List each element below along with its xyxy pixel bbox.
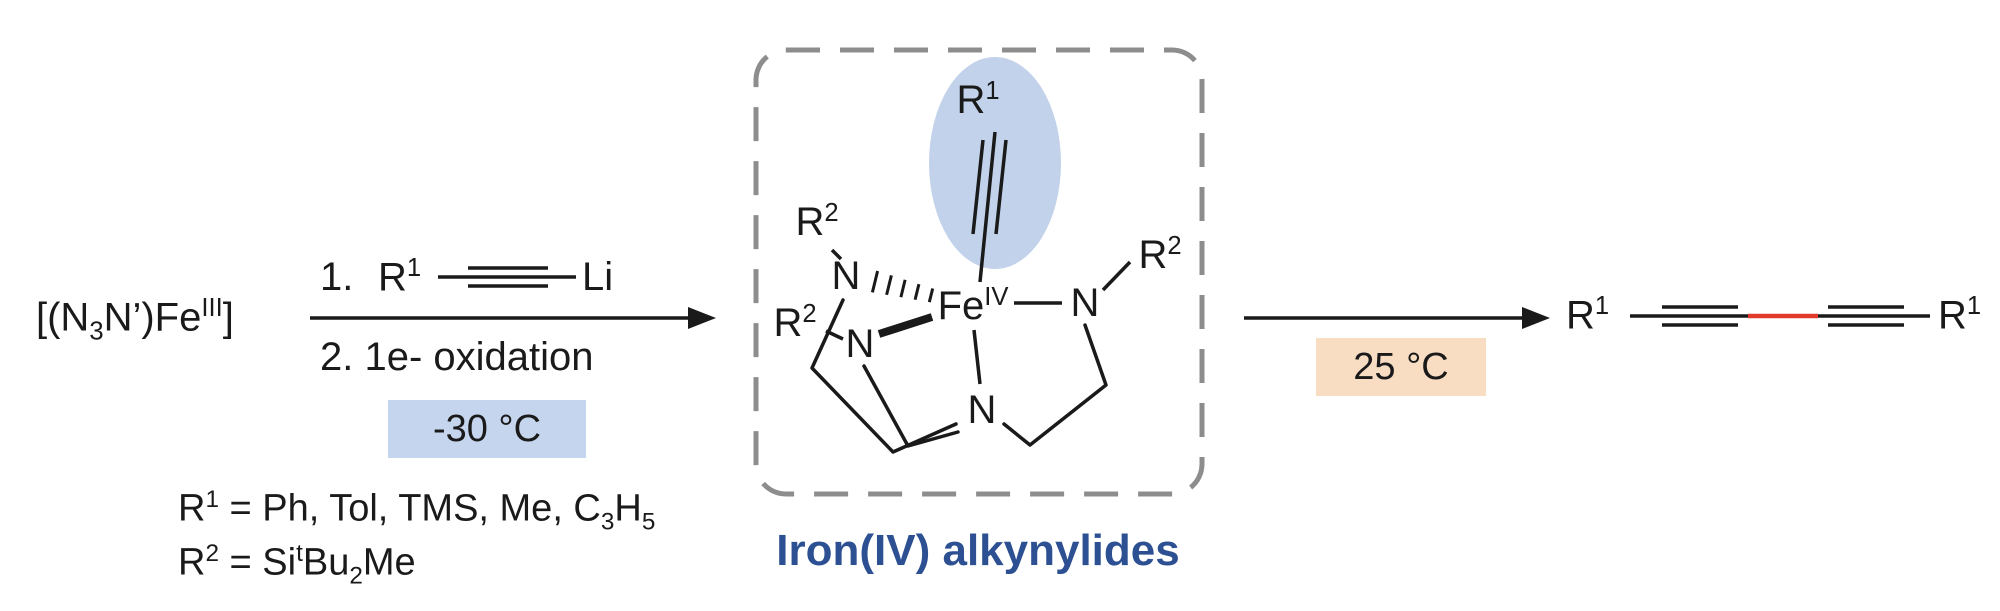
product-r1-left-label: R1 (1566, 292, 1609, 338)
bond-fe-n-apical (972, 329, 982, 385)
reactant-part: N’)Fe (103, 295, 202, 340)
r2-sup: 2 (802, 299, 817, 328)
alkynyl-triple-bond (971, 131, 1008, 283)
r2-right-label: R2 (1138, 232, 1181, 278)
reactant-formula: [(N3N’)FeIII] (36, 294, 234, 347)
r2-base: R (795, 200, 825, 245)
amide-n-right-label: N (1071, 280, 1100, 326)
reactant-part: [(N (36, 295, 90, 340)
fe-oxidation-state: IV (984, 282, 1009, 311)
r1-base: R (1938, 293, 1967, 338)
r2-definition: R2 = SitBu2Me (178, 540, 416, 590)
product-r1-right-label: R1 (1938, 292, 1981, 338)
hashed-bond-fe-n (870, 270, 935, 303)
r2-def-tert: t (296, 540, 303, 567)
r2-sup: 2 (824, 198, 839, 227)
r2-base: R (773, 301, 803, 346)
r1-def-sub2: 5 (641, 508, 656, 536)
r1-base: R (1566, 293, 1595, 338)
r2-lower-left-label: R2 (773, 300, 816, 346)
r1-definition: R1 = Ph, Tol, TMS, Me, C3H5 (178, 486, 655, 536)
fe-base: Fe (937, 284, 985, 329)
product-diyne-bonds (1630, 305, 1930, 327)
step1-r1-label: R1 (378, 254, 421, 300)
complex-caption: Iron(IV) alkynylides (776, 526, 1179, 576)
r1-base: R (956, 78, 986, 123)
r1-sup: 1 (406, 254, 422, 282)
fe-center-label: FeIV (938, 283, 1009, 329)
step1-number: 1. (320, 254, 353, 300)
r1-def-h: H (614, 487, 642, 530)
reactant-oxidation-state: III (201, 294, 223, 322)
temperature-badge-room: 25 °C (1316, 338, 1486, 396)
lithium-label: Li (582, 254, 613, 300)
reactant-part: ] (222, 295, 234, 340)
temperature-badge-low: -30 °C (388, 400, 586, 458)
r2-def-si: = Si (218, 541, 297, 584)
r2-upper-left-label: R2 (795, 199, 838, 245)
r2-def-base: R (178, 541, 206, 584)
temperature-low-text: -30 °C (432, 407, 542, 450)
r2-def-bu: Bu (302, 541, 350, 584)
step2-oxidation-label: 2. 1e- oxidation (320, 334, 594, 380)
r1-def-sup: 1 (205, 486, 219, 513)
r1-def-list: = Ph, Tol, TMS, Me, C (218, 487, 601, 530)
r2-def-me: Me (362, 541, 416, 584)
amide-n-upper-left-label: N (832, 253, 861, 299)
r2-sup: 2 (1167, 231, 1182, 260)
reactant-subscript: 3 (89, 317, 104, 346)
r1-base: R (378, 255, 407, 300)
reaction-arrow-2 (1244, 307, 1550, 329)
r2-base: R (1138, 233, 1168, 278)
n-text: N (845, 322, 875, 366)
alkynyl-highlight-ellipse (929, 57, 1061, 269)
reagent-alkyne-triple-bond (438, 266, 576, 288)
amide-n-lower-left-label: N (846, 321, 875, 367)
complex-caption-text: Iron(IV) alkynylides (776, 526, 1180, 575)
n-text: N (1070, 281, 1100, 325)
complex-r1-top-label: R1 (956, 77, 999, 123)
n-text: N (831, 254, 861, 298)
r1-sup: 1 (985, 76, 1000, 105)
r2-def-sub: 2 (349, 562, 363, 590)
step2-text: 2. 1e- oxidation (320, 335, 594, 379)
complex-skeleton (810, 131, 1132, 454)
r1-def-base: R (178, 487, 206, 530)
bold-bond-fe-n (877, 313, 934, 338)
reaction-arrow-1 (310, 307, 716, 329)
n-text: N (967, 388, 997, 432)
intermediate-dashed-box (753, 47, 1205, 497)
r1-def-sub: 3 (600, 508, 615, 536)
ligand-arms (810, 298, 1108, 454)
step1-number-text: 1. (320, 255, 354, 299)
r2-def-sup: 2 (205, 540, 219, 567)
temperature-room-text: 25 °C (1353, 345, 1449, 388)
apical-n-label: N (968, 387, 997, 433)
r1-sup: 1 (1966, 292, 1982, 320)
r1-sup: 1 (1594, 292, 1610, 320)
lithium-text: Li (582, 255, 614, 299)
